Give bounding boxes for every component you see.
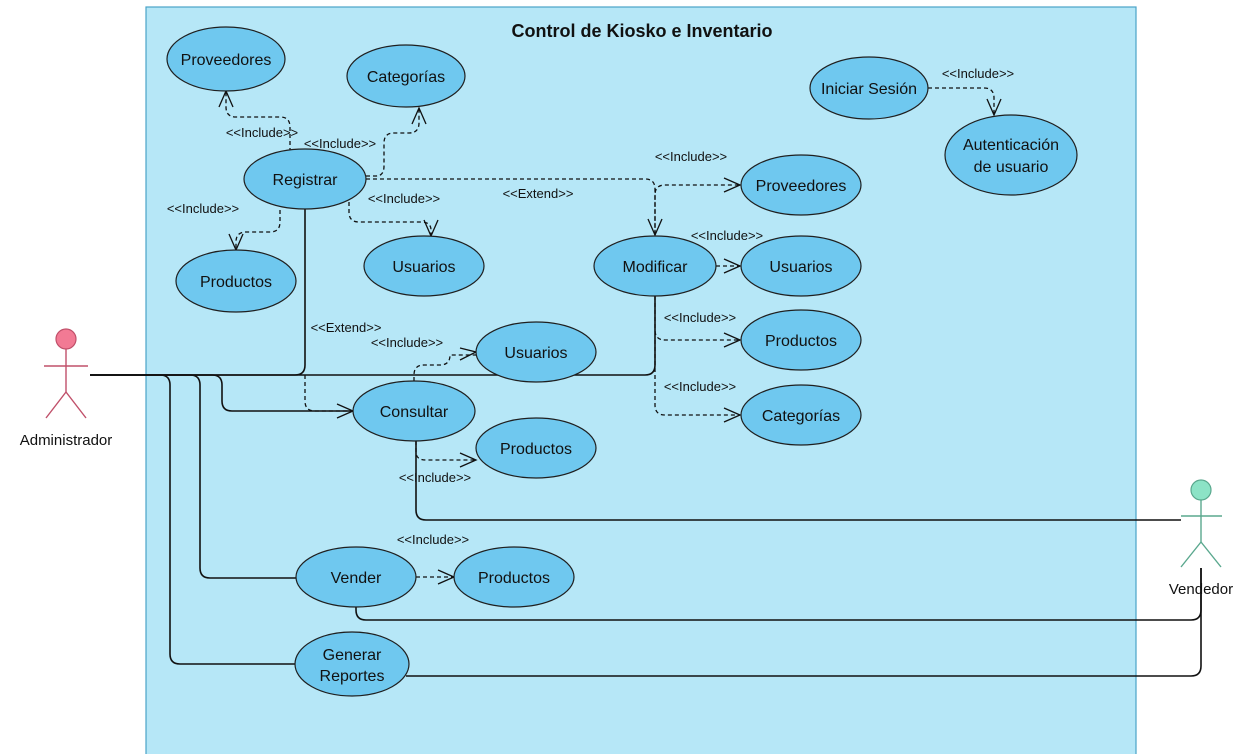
use-case-label: Proveedores	[181, 52, 272, 69]
include-label: <<Include>>	[167, 201, 239, 216]
include-label: <<Include>>	[664, 310, 736, 325]
use-case-label: Usuarios	[392, 259, 455, 276]
include-label: <<Include>>	[664, 379, 736, 394]
system-title: Control de Kiosko e Inventario	[511, 21, 772, 41]
extend-label: <<Extend>>	[503, 186, 574, 201]
use-case-label: Usuarios	[769, 259, 832, 276]
arrowhead-proveedores-mod	[723, 177, 742, 193]
include-label: <<Include>>	[397, 532, 469, 547]
use-case-categorias-top[interactable]: Categorías	[346, 44, 466, 108]
extend-registrar-modificar	[366, 178, 656, 235]
include-label: <<Include>>	[655, 149, 727, 164]
use-case-generar-reportes[interactable]: Generar Reportes	[294, 631, 410, 697]
arrowhead-categorias-mod	[723, 407, 742, 423]
use-case-registrar[interactable]: Registrar	[243, 148, 367, 210]
include-registrar-usuarios	[348, 202, 432, 236]
use-case-iniciar-sesion[interactable]: Iniciar Sesión	[809, 56, 929, 120]
include-registrar-proveedores	[225, 92, 291, 152]
association-seller-consultar	[415, 441, 1181, 521]
use-case-productos-vend[interactable]: Productos	[453, 546, 575, 608]
include-modificar-categorias	[654, 340, 740, 416]
use-case-productos-left[interactable]: Productos	[175, 249, 297, 313]
include-label: <<Include>>	[304, 136, 376, 151]
use-case-label: Generar	[323, 647, 382, 664]
use-case-label: Registrar	[273, 172, 339, 189]
arrowhead-productos-mod	[723, 332, 742, 348]
arrowhead-categorias-top	[411, 106, 427, 125]
extend-label: <<Extend>>	[311, 320, 382, 335]
use-case-label: Iniciar Sesión	[821, 81, 917, 98]
use-case-label: Modificar	[623, 259, 689, 276]
include-label: <<Include>>	[368, 191, 440, 206]
use-case-modificar[interactable]: Modificar	[593, 235, 717, 297]
use-case-label: Productos	[765, 333, 837, 350]
arrowhead-productos-cons	[459, 452, 478, 468]
include-label: <<Include>>	[399, 470, 471, 485]
actor-head	[1190, 479, 1212, 501]
stereotype-labels: <<Include>> <<Include>> <<Include>> <<In…	[167, 66, 1014, 547]
include-registrar-productos	[235, 210, 281, 250]
actor-name: Vendedor	[1169, 581, 1233, 598]
use-case-usuarios-cons[interactable]: Usuarios	[475, 321, 597, 383]
include-label: <<Include>>	[691, 228, 763, 243]
use-case-categorias-mod[interactable]: Categorías	[740, 384, 862, 446]
use-case-label: Categorías	[367, 69, 445, 86]
actor-administrador[interactable]: Administrador	[20, 328, 113, 449]
include-consultar-usuarios	[413, 354, 476, 381]
arrowhead-usuarios-mod	[723, 258, 742, 274]
use-case-label: Productos	[500, 441, 572, 458]
include-registrar-categorias	[366, 108, 420, 177]
use-case-label: Reportes	[320, 668, 385, 685]
use-case-label: Productos	[200, 274, 272, 291]
use-case-productos-cons[interactable]: Productos	[475, 417, 597, 479]
association-admin-vender	[90, 374, 296, 579]
use-case-proveedores-mod[interactable]: Proveedores	[740, 154, 862, 216]
use-case-label: Autenticación	[963, 137, 1059, 154]
actor-head	[55, 328, 77, 350]
include-modificar-productos	[654, 296, 740, 341]
use-case-label: Consultar	[380, 404, 449, 421]
use-case-autenticacion[interactable]: Autenticación de usuario	[944, 114, 1078, 196]
use-case-productos-mod[interactable]: Productos	[740, 309, 862, 371]
dependencies	[218, 87, 1002, 585]
use-case-consultar[interactable]: Consultar	[352, 380, 476, 442]
use-case-usuarios-mod[interactable]: Usuarios	[740, 235, 862, 297]
use-case-proveedores-top[interactable]: Proveedores	[166, 26, 286, 92]
use-case-label: Usuarios	[504, 345, 567, 362]
association-admin-modificar	[90, 296, 656, 376]
include-label: <<Include>>	[371, 335, 443, 350]
arrowhead-autenticacion	[986, 98, 1002, 117]
association-admin-consultar	[90, 374, 352, 412]
use-case-label: de usuario	[974, 159, 1049, 176]
actor-name: Administrador	[20, 432, 113, 449]
associations	[90, 208, 1202, 677]
extend-registrar-consultar	[304, 375, 352, 412]
actor-vendedor[interactable]: Vendedor	[1169, 479, 1233, 598]
use-case-label: Vender	[331, 570, 382, 587]
association-seller-reportes	[406, 568, 1202, 677]
include-modificar-proveedores	[654, 184, 740, 235]
use-case-usuarios-reg[interactable]: Usuarios	[363, 235, 485, 297]
include-label: <<Include>>	[226, 125, 298, 140]
include-sesion-autenticacion	[928, 87, 995, 115]
include-consultar-productos	[415, 441, 476, 461]
use-case-label: Productos	[478, 570, 550, 587]
use-case-vender[interactable]: Vender	[295, 546, 417, 608]
association-admin-reportes	[90, 374, 296, 665]
use-case-label: Categorías	[762, 408, 840, 425]
use-case-label: Proveedores	[756, 178, 847, 195]
include-label: <<Include>>	[942, 66, 1014, 81]
